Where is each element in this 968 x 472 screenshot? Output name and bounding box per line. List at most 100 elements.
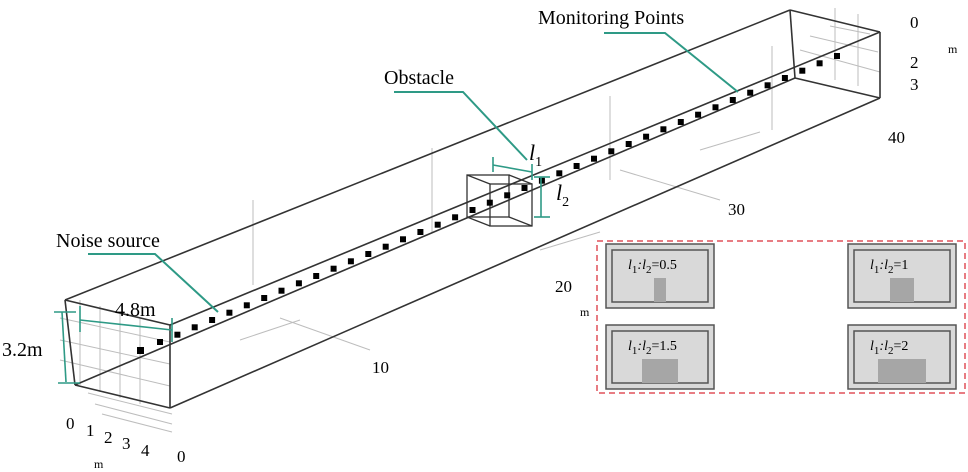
inset-panels: l1:l2=0.5 l1:l2=1 l1:l2=1.5 l1:l2=2 bbox=[605, 243, 957, 390]
monitoring-point bbox=[486, 199, 493, 206]
grid-line bbox=[59, 339, 171, 365]
l1-dimension-line bbox=[492, 164, 533, 173]
tunnel-edge bbox=[74, 77, 796, 386]
grid-line bbox=[799, 49, 881, 73]
monitoring-point bbox=[209, 317, 216, 323]
tunnel-edge bbox=[64, 9, 791, 301]
ratio-panel: l1:l2=0.5 bbox=[605, 243, 715, 309]
length-tick-10: 10 bbox=[372, 358, 389, 377]
monitoring-point bbox=[799, 67, 806, 74]
noise-source-point bbox=[137, 347, 144, 354]
l2-label: l2 bbox=[556, 180, 569, 210]
height-unit-label: m bbox=[948, 42, 958, 56]
tunnel-edge bbox=[74, 384, 171, 409]
grid-line bbox=[94, 403, 173, 425]
tunnel-edge bbox=[64, 299, 171, 326]
length-tick-0: 0 bbox=[177, 447, 186, 466]
panel-obstacle bbox=[642, 359, 678, 383]
width-dimension-line bbox=[79, 319, 173, 331]
panel-obstacle bbox=[890, 278, 914, 302]
monitoring-point bbox=[313, 273, 320, 279]
monitoring-point bbox=[452, 214, 459, 221]
monitoring-point bbox=[261, 295, 268, 301]
tunnel-edge bbox=[169, 97, 881, 409]
ratio-label: l1:l2=0.5 bbox=[628, 258, 677, 276]
monitoring-point bbox=[469, 207, 476, 213]
length-tick-30: 30 bbox=[728, 200, 745, 219]
width-tick-3: 3 bbox=[122, 434, 131, 453]
grid-line bbox=[619, 169, 721, 201]
grid-line bbox=[239, 319, 301, 341]
tunnel-box bbox=[64, 9, 881, 409]
noise-source-leader bbox=[88, 253, 219, 313]
monitoring-point bbox=[625, 141, 632, 147]
monitoring-point bbox=[834, 53, 840, 59]
monitoring-point bbox=[695, 111, 702, 118]
monitoring-point bbox=[295, 280, 302, 287]
obstacle-ratio-inset: l1:l2=0.5 l1:l2=1 l1:l2=1.5 l1:l2=2 bbox=[596, 240, 966, 394]
ratio-label: l1:l2=1 bbox=[870, 258, 908, 276]
monitoring-point bbox=[608, 148, 615, 155]
monitoring-points bbox=[157, 53, 840, 345]
monitoring-point bbox=[243, 302, 250, 309]
width-tick-1: 1 bbox=[86, 421, 95, 440]
monitoring-point bbox=[382, 243, 389, 250]
obstacle-label: Obstacle bbox=[384, 67, 454, 89]
monitoring-point bbox=[781, 75, 788, 81]
grid-line bbox=[59, 359, 171, 387]
monitoring-point bbox=[556, 170, 563, 177]
grid-line bbox=[279, 317, 371, 351]
grid-line bbox=[829, 25, 871, 35]
obstacle-leader bbox=[394, 91, 528, 161]
monitoring-point bbox=[347, 258, 354, 265]
width-dimension-label: 4.8m bbox=[115, 299, 156, 321]
leader-lines bbox=[88, 32, 739, 313]
obstacle-edge bbox=[466, 174, 491, 185]
grid-line bbox=[539, 231, 601, 251]
monitoring-point bbox=[747, 89, 754, 96]
ratio-label: l1:l2=2 bbox=[870, 339, 908, 357]
l1-label: l1 bbox=[529, 140, 542, 170]
monitoring-point bbox=[712, 104, 719, 111]
ratio-panel: l1:l2=2 bbox=[847, 324, 957, 390]
monitoring-point bbox=[330, 265, 337, 272]
monitoring-point bbox=[573, 163, 580, 169]
monitoring-point bbox=[278, 287, 285, 294]
length-tick-40: 40 bbox=[888, 128, 905, 147]
grid-line bbox=[59, 317, 171, 343]
grid-line bbox=[809, 35, 879, 53]
grid-line bbox=[87, 392, 173, 415]
monitoring-points-label: Monitoring Points bbox=[538, 7, 684, 29]
height-dimension-line bbox=[61, 311, 67, 383]
monitoring-points-leader bbox=[604, 32, 739, 93]
tunnel-edge bbox=[789, 9, 881, 33]
monitoring-point bbox=[417, 229, 424, 235]
monitoring-point bbox=[643, 133, 650, 140]
grid-lines bbox=[59, 8, 881, 433]
width-tick-2: 2 bbox=[104, 428, 113, 447]
monitoring-point bbox=[174, 331, 181, 338]
obstacle-edge bbox=[508, 174, 533, 185]
monitoring-point bbox=[157, 339, 163, 345]
noise-source-label: Noise source bbox=[56, 230, 160, 252]
monitoring-point bbox=[764, 82, 771, 89]
panel-obstacle bbox=[878, 359, 926, 383]
monitoring-point bbox=[660, 126, 667, 133]
obstacle-cube bbox=[466, 174, 533, 227]
ratio-label: l1:l2=1.5 bbox=[628, 339, 677, 357]
tunnel-edge bbox=[789, 9, 796, 79]
obstacle-edge bbox=[508, 216, 533, 227]
dimension-lines bbox=[54, 157, 550, 384]
tunnel-edge bbox=[64, 299, 76, 386]
monitoring-point bbox=[538, 177, 545, 184]
obstacle-edge bbox=[466, 216, 491, 227]
height-tick-0: 0 bbox=[910, 13, 919, 32]
grid-line bbox=[101, 413, 173, 433]
tunnel-edge bbox=[794, 77, 881, 99]
ratio-panel: l1:l2=1.5 bbox=[605, 324, 715, 390]
monitoring-point bbox=[434, 221, 441, 228]
monitoring-point bbox=[816, 60, 823, 67]
height-dimension-label: 3.2m bbox=[2, 339, 43, 361]
width-unit-label: m bbox=[94, 457, 104, 471]
